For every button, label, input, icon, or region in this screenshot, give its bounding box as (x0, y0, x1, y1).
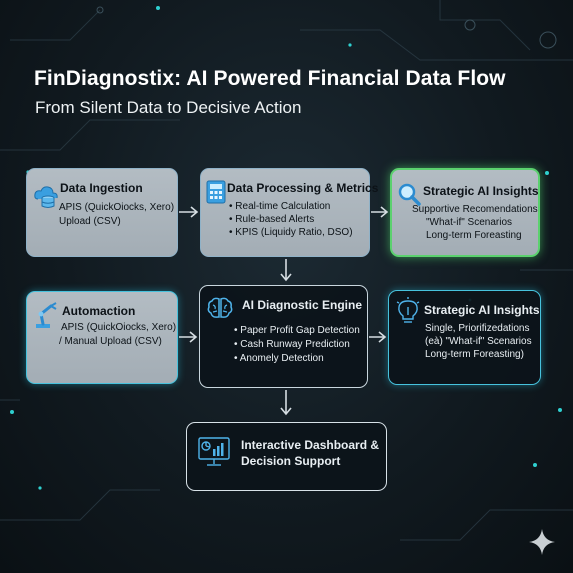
interactive-dashboard-title: Decision Support (241, 454, 341, 468)
ai-diagnostic-engine-line: • Cash Runway Prediction (234, 339, 350, 350)
ai-diagnostic-engine-title: AI Diagnostic Engine (242, 298, 363, 312)
strategic-insights-top-line: "What-if" Scenarios (426, 217, 513, 228)
ai-diagnostic-engine-box: AI Diagnostic Engine • Paper Profit Gap … (199, 285, 368, 388)
ai-diagnostic-engine-line: • Paper Profit Gap Detection (234, 325, 360, 336)
page-subtitle: From Silent Data to Decisive Action (35, 98, 302, 117)
dashboard-monitor-icon (198, 437, 230, 466)
strategic-insights-top-line: Supportive Recomendations (412, 204, 538, 215)
data-processing-title: Data Processing & Metrics (227, 181, 379, 195)
data-ingestion-box: Data Ingestion APIS (QuickOiocks, Xero) … (26, 168, 178, 257)
data-processing-line: • KPIS (Liquidy Ratio, DSO) (229, 227, 353, 238)
automation-title: Automaction (62, 304, 136, 318)
cloud-database-icon (34, 186, 58, 208)
strategic-insights-top-line: Long-term Foreasting (426, 230, 522, 241)
arrow-engine-to-dashboard (280, 390, 292, 416)
automation-line: / Manual Upload (CSV) (59, 336, 162, 347)
magnifier-icon (398, 183, 421, 206)
strategic-insights-top-title: Strategic AI Insights (423, 184, 539, 198)
automation-box: Automaction APIS (QuickOiocks, Xero) / M… (26, 291, 178, 384)
arrow-ingestion-to-processing (179, 206, 199, 218)
interactive-dashboard-box: Interactive Dashboard & Decision Support (186, 422, 387, 491)
data-processing-line: • Real-time Calculation (229, 201, 331, 212)
robot-arm-icon (36, 302, 57, 328)
page-title: FinDiagnostix: AI Powered Financial Data… (34, 67, 506, 90)
data-ingestion-line: APIS (QuickOiocks, Xero) (59, 202, 175, 213)
ai-diagnostic-engine-line: • Anomely Detection (234, 353, 324, 364)
automation-line: APIS (QuickOiocks, Xero) (61, 322, 177, 333)
sparkle-icon (529, 529, 555, 555)
strategic-insights-top-box: Strategic AI Insights Supportive Recomen… (390, 168, 540, 257)
calculator-icon (206, 180, 226, 204)
data-processing-line: • Rule-based Alerts (229, 214, 315, 225)
data-ingestion-line: Upload (CSV) (59, 216, 121, 227)
interactive-dashboard-title: Interactive Dashboard & (241, 438, 380, 452)
strategic-insights-bottom-title: Strategic AI Insights (424, 303, 540, 317)
arrow-processing-to-insights (371, 206, 389, 218)
data-processing-box: Data Processing & Metrics • Real-time Ca… (200, 168, 378, 257)
strategic-insights-bottom-box: Strategic AI Insights Single, Priorifize… (388, 290, 541, 385)
strategic-insights-bottom-line: (eà) "What-if" Scenarios (425, 336, 532, 347)
strategic-insights-bottom-line: Single, Priorifizedations (425, 323, 530, 334)
data-ingestion-title: Data Ingestion (60, 181, 143, 195)
brain-icon (207, 297, 233, 318)
lightbulb-icon (396, 297, 420, 323)
arrow-automation-to-engine (179, 331, 198, 343)
arrow-processing-to-engine (280, 259, 292, 282)
strategic-insights-bottom-line: Long-term Foreasting) (425, 349, 524, 360)
arrow-engine-to-insights (369, 331, 387, 343)
